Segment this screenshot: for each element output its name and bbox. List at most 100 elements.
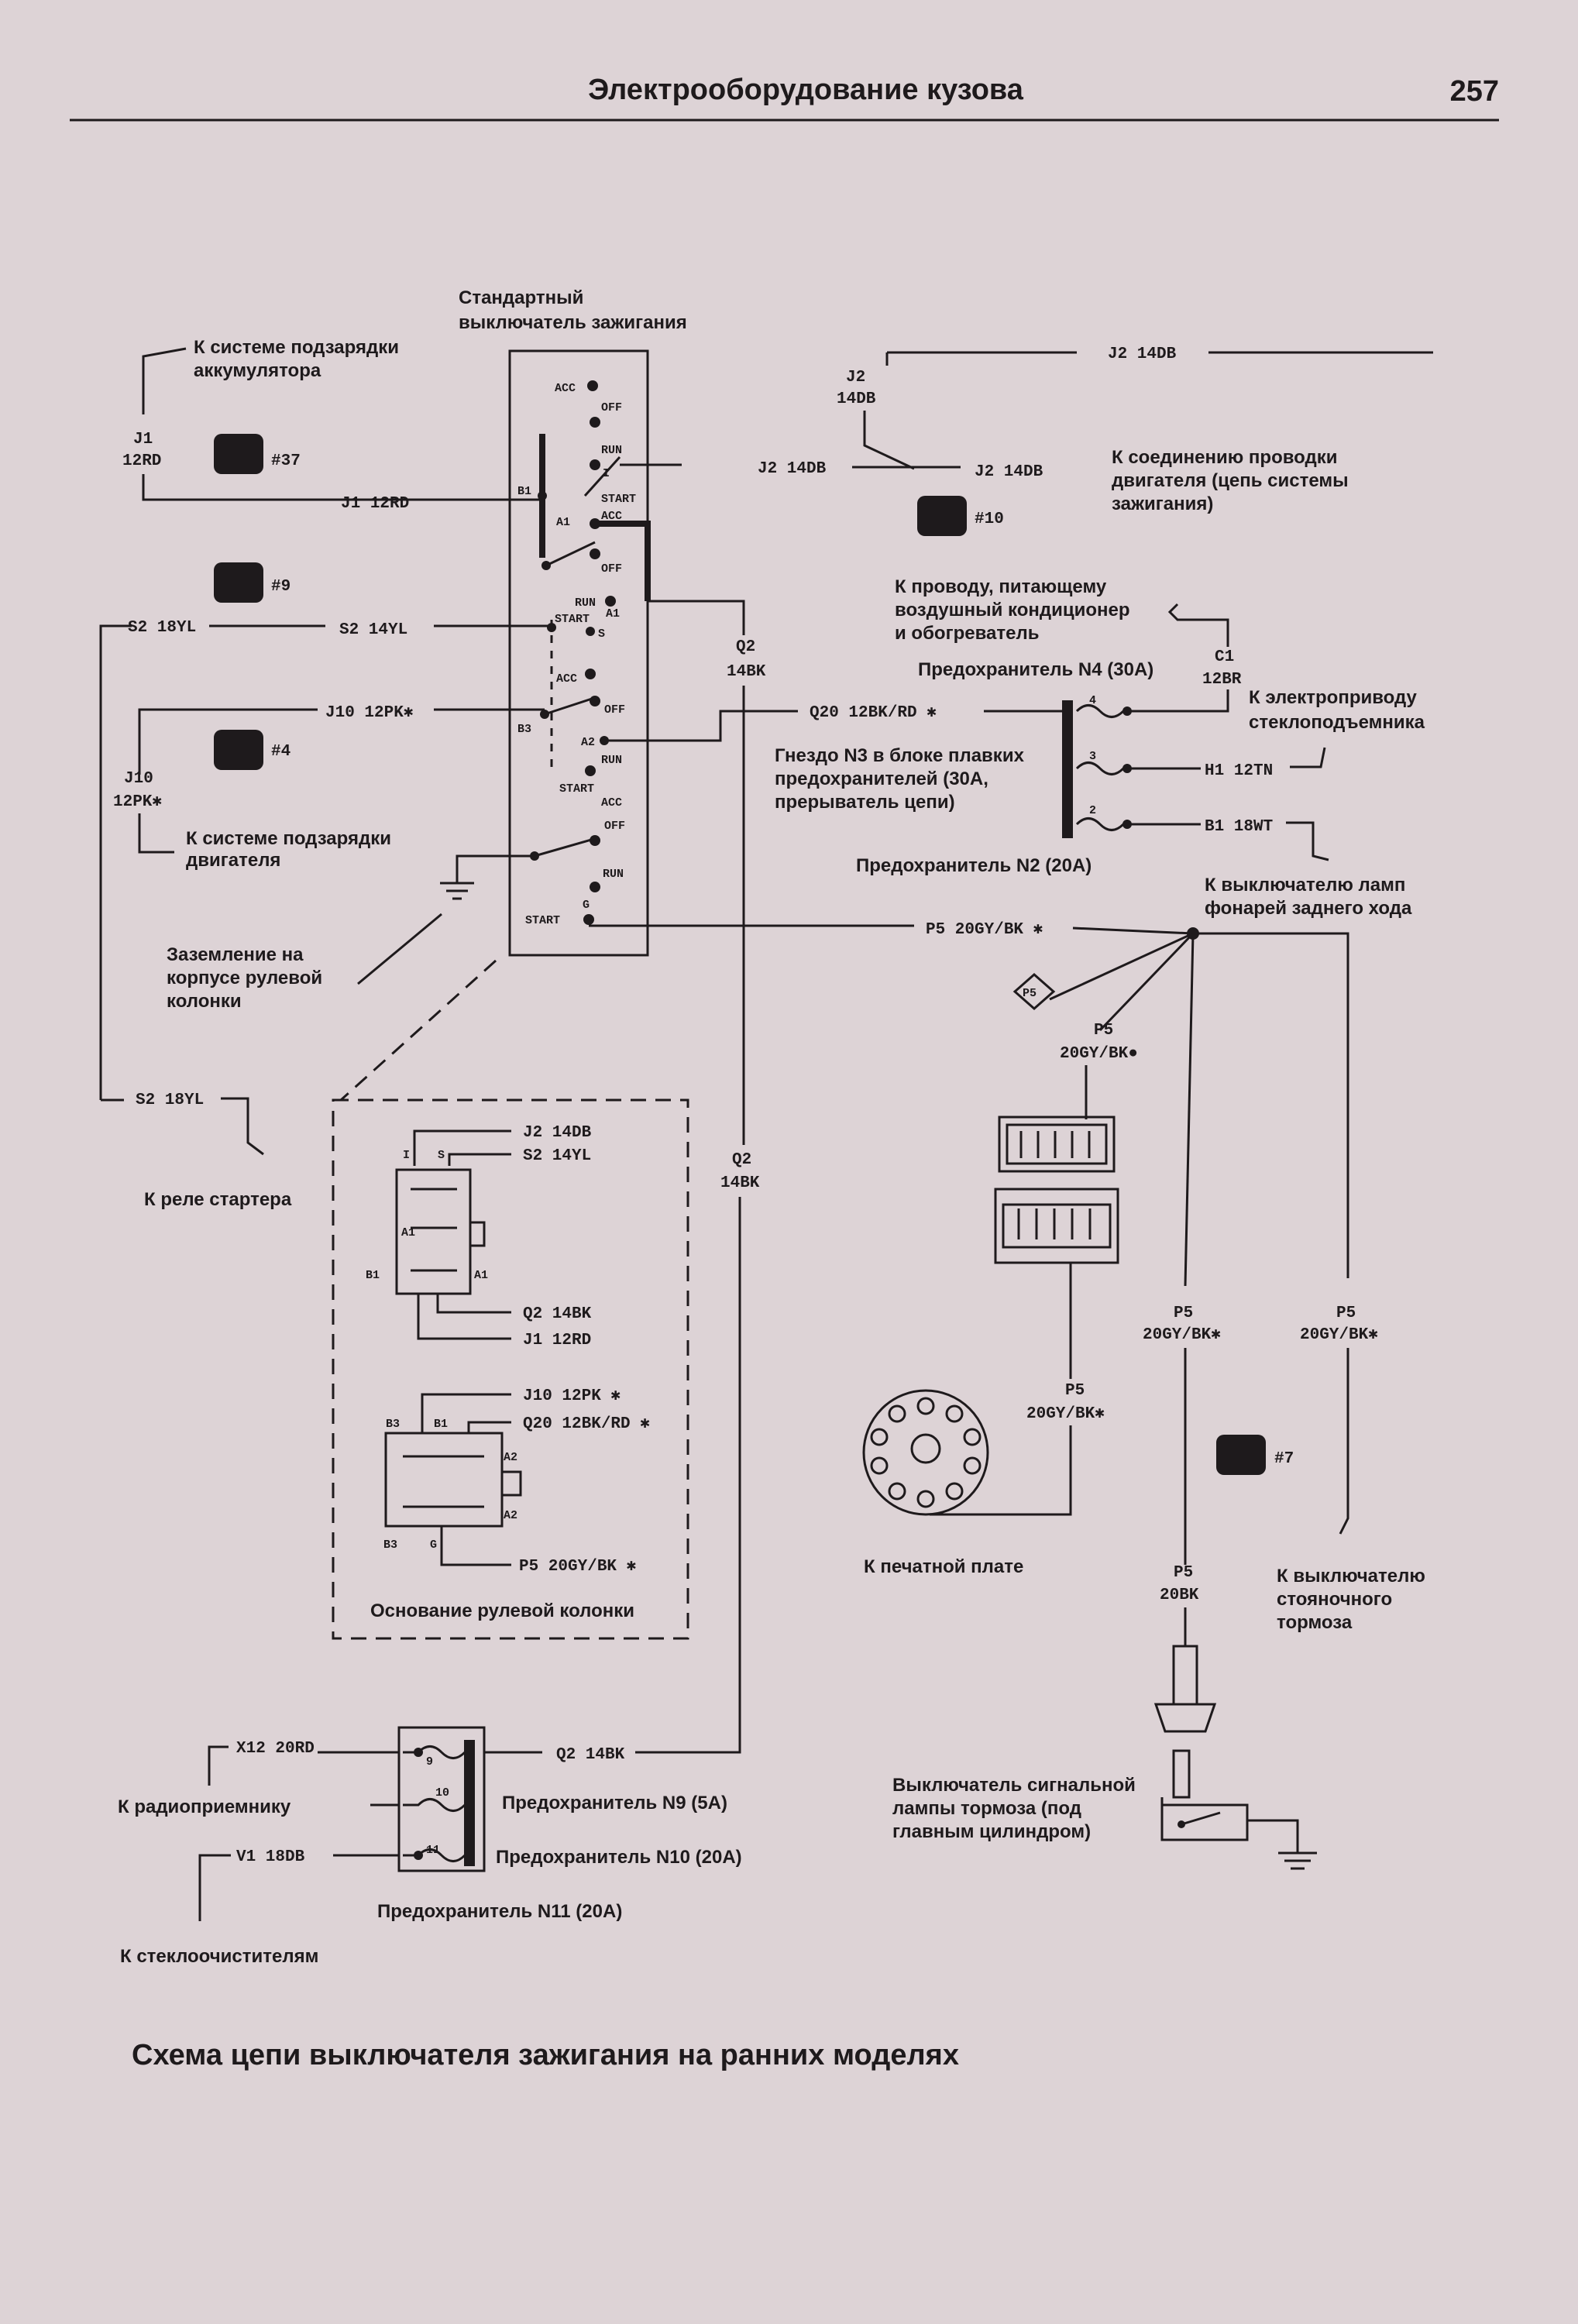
col-pin-b1-2: B1 <box>434 1418 448 1431</box>
pos-start-2: START <box>555 613 590 626</box>
p5-far-gauge: 20GY/BK✱ <box>1300 1326 1378 1344</box>
pin-a2: A2 <box>581 736 595 749</box>
j2-gauge: 14DB <box>837 390 876 408</box>
connector-icon-37 <box>214 434 263 474</box>
to-radio: К радиоприемнику <box>118 1796 291 1817</box>
connector-icon-7 <box>1216 1435 1266 1475</box>
to-parking-brake-3: тормоза <box>1277 1612 1353 1633</box>
ref-4: #4 <box>271 743 291 761</box>
to-charging-engine-1: К системе подзарядки <box>186 828 391 849</box>
j10-label: J10 12PK✱ <box>325 704 414 722</box>
b1-label: B1 18WT <box>1205 818 1273 836</box>
pos-off-4: OFF <box>604 820 625 833</box>
q2-tag: Q2 <box>736 638 755 656</box>
switch-housing <box>508 349 649 957</box>
j10-tag: J10 <box>124 770 153 788</box>
c1-tag: C1 <box>1215 648 1234 666</box>
ref-7: #7 <box>1274 1450 1294 1468</box>
column-connector-1 <box>395 1168 486 1295</box>
connector-icon-10 <box>917 496 967 536</box>
fuse-n10-label: Предохранитель N10 (20A) <box>496 1847 742 1868</box>
col-pin-b3: B3 <box>386 1418 400 1431</box>
to-engine-wiring-1: К соединению проводки <box>1112 447 1338 468</box>
j1-tag: J1 <box>133 431 153 449</box>
p5-20bk-tag: P5 <box>1174 1564 1193 1582</box>
to-charging-battery-2: аккумулятора <box>194 360 321 381</box>
fuse-n2-label: Предохранитель N2 (20A) <box>856 855 1092 876</box>
ground-symbol <box>440 854 535 900</box>
pcb-round-connector <box>862 1389 989 1516</box>
col-j1: J1 12RD <box>523 1332 591 1349</box>
col-j10: J10 12PK ✱ <box>523 1387 621 1405</box>
fuse-n11-label: Предохранитель N11 (20A) <box>377 1901 622 1922</box>
ref-10: #10 <box>975 511 1004 528</box>
col-pin-a2-b: A2 <box>504 1509 517 1522</box>
to-reverse-lamp-1: К выключателю ламп <box>1205 875 1405 896</box>
pos-run-1: RUN <box>601 444 622 457</box>
brake-switch-2: лампы тормоза (под <box>892 1798 1081 1819</box>
to-ac-heater-3: и обогреватель <box>895 623 1039 644</box>
pos-acc-2: ACC <box>601 510 622 523</box>
s2-mid-label: S2 14YL <box>339 621 407 639</box>
to-starter-relay: К реле стартера <box>144 1189 292 1210</box>
to-charging-engine-2: двигателя <box>186 850 280 871</box>
fuse-n3-1: Гнездо N3 в блоке плавких <box>775 745 1025 766</box>
s2-left-label: S2 18YL <box>128 619 196 637</box>
q2-gauge-2: 14BK <box>720 1174 760 1192</box>
pin-a1-b: A1 <box>606 607 620 621</box>
p5-right-gauge: 20GY/BK✱ <box>1143 1326 1221 1344</box>
col-pin-i: I <box>403 1149 410 1162</box>
p5-main-label: P5 20GY/BK ✱ <box>926 921 1043 939</box>
pos-run-2: RUN <box>575 596 596 610</box>
q2-gauge: 14BK <box>727 663 766 681</box>
col-q2: Q2 14BK <box>523 1305 592 1323</box>
header-title: Электрооборудование кузова <box>588 74 1024 106</box>
j2-top-label: J2 14DB <box>1108 346 1177 363</box>
fuse-n4-label: Предохранитель N4 (30A) <box>918 659 1153 680</box>
fuse-block-n4-n3-n2: 4 3 2 <box>1062 694 1154 838</box>
brake-switch-plug <box>1153 1645 1317 1870</box>
p5-20bk-gauge: 20BK <box>1160 1587 1199 1604</box>
ground-label-2: корпусе рулевой <box>167 968 322 988</box>
pos-acc-1: ACC <box>555 382 576 395</box>
fuse-n3-3: прерыватель цепи) <box>775 792 955 813</box>
j2-tag: J2 <box>846 369 865 387</box>
pin-s: S <box>598 627 605 641</box>
p5-right-tag: P5 <box>1174 1305 1193 1322</box>
ref-9: #9 <box>271 578 291 596</box>
fuse-n9-label: Предохранитель N9 (5A) <box>502 1793 727 1813</box>
multipin-connector-top <box>998 1116 1116 1173</box>
j1-gauge: 12RD <box>122 452 161 470</box>
brake-switch-1: Выключатель сигнальной <box>892 1775 1136 1796</box>
pin-a1: A1 <box>556 516 570 529</box>
switch-title-2: выключатель зажигания <box>459 312 687 333</box>
pin-b3: B3 <box>517 723 531 736</box>
to-ac-heater-2: воздушный кондиционер <box>895 600 1130 621</box>
col-j2: J2 14DB <box>523 1124 592 1142</box>
ignition-switch: Стандартный выключатель зажигания ACC OF… <box>459 287 687 957</box>
j1-main-label: J1 12RD <box>341 495 409 513</box>
p5-far-tag: P5 <box>1336 1305 1356 1322</box>
pos-off-1: OFF <box>601 401 622 414</box>
p5-diamond-tag: P5 <box>1023 987 1037 1000</box>
q20-label: Q20 12BK/RD ✱ <box>810 704 937 722</box>
page-number: 257 <box>1450 75 1499 108</box>
column-connector-2 <box>384 1432 522 1528</box>
pos-acc-4: ACC <box>601 796 622 810</box>
pos-run-3: RUN <box>601 754 622 767</box>
col-pin-b3-b: B3 <box>383 1538 397 1552</box>
pin-b1: B1 <box>517 485 531 498</box>
col-pin-a1: A1 <box>401 1226 415 1239</box>
fuse-pin-10: 10 <box>435 1786 449 1800</box>
pos-start-1: START <box>601 493 636 506</box>
p5-c-gauge: 20GY/BK● <box>1060 1045 1138 1063</box>
fuse-pin-9: 9 <box>426 1755 433 1769</box>
p5-c-tag: P5 <box>1094 1022 1113 1040</box>
q2-bottom-label: Q2 14BK <box>556 1746 625 1764</box>
p5-pcb-tag: P5 <box>1065 1382 1085 1400</box>
column-base-box <box>332 1098 689 1640</box>
to-charging-battery-1: К системе подзарядки <box>194 337 399 358</box>
to-engine-wiring-2: двигателя (цепь системы <box>1112 470 1349 491</box>
x12-label: X12 20RD <box>236 1740 315 1758</box>
